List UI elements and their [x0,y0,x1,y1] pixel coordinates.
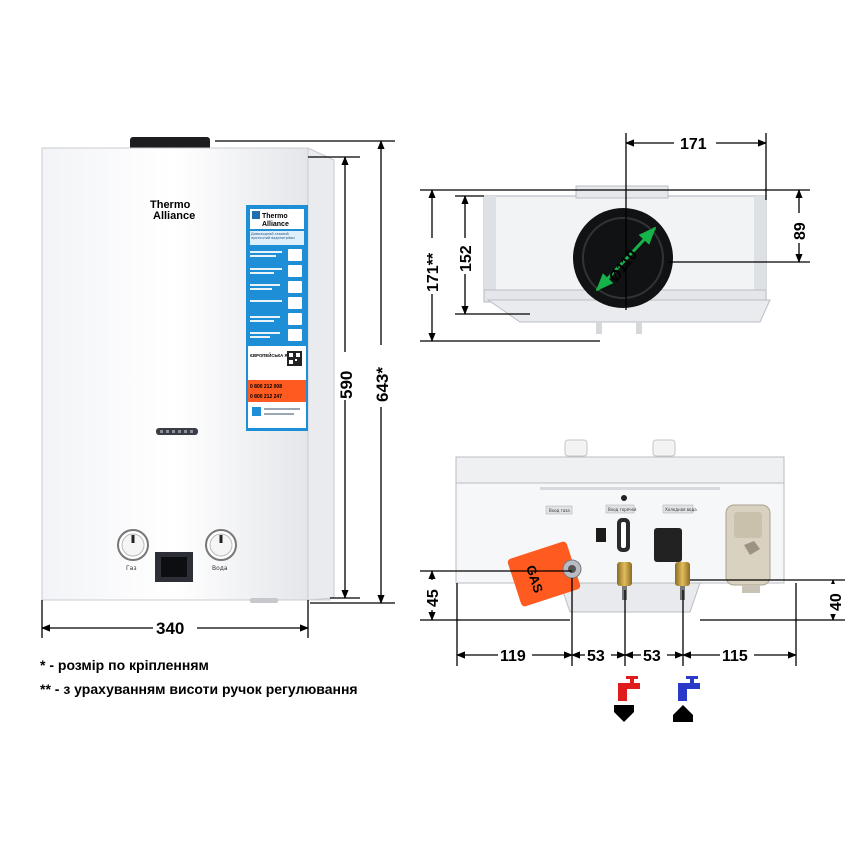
flame-window [156,428,198,435]
gas-tag [507,541,581,607]
tag-cold-inlet: Холодная вода [665,507,697,512]
brand-line2: Alliance [153,210,195,222]
bottom-pipe-stub [250,598,278,603]
dim-bottom-115: 115 [722,648,748,665]
sticker-feature-icons [288,249,302,341]
water-knob[interactable] [205,529,237,561]
water-knob-label: Вода [212,565,228,572]
dim-side-body: 152 [458,245,475,272]
info-sticker: Thermo Alliance Димоходний газовий прото… [246,205,308,431]
front-view: Thermo Alliance Thermo Alliance Димоходн… [41,137,335,603]
gas-knob[interactable] [117,529,149,561]
dim-top-offset: 171 [680,136,707,153]
sticker-section-title: ЄВРОПЕЙСЬКА ЯКІСТЬ [250,353,300,358]
sticker-brand1: Thermo [262,213,288,220]
outflow-arrow-icon [614,705,634,722]
tag-gas-inlet: Вход газа [549,508,570,513]
inflow-arrow-icon [673,705,693,722]
tag-hot-outlet: Вход горячей [608,507,637,512]
hot-water-faucet-icon [618,676,640,701]
footnote-mount: * - розмір по кріпленням [40,657,209,673]
dim-front-width: 340 [156,619,184,638]
sticker-phone1: 0 800 212 008 [250,384,282,390]
dim-side-total: 171** [425,252,442,292]
sticker-logo-icon [252,211,260,219]
sticker-feature-rows [250,251,282,338]
dim-front-height-mount: 643* [373,367,392,402]
cold-water-faucet-icon [678,676,700,701]
sticker-brand2: Alliance [262,221,289,228]
sticker-phone2: 0 800 212 247 [250,394,282,400]
gas-knob-label: Газ [126,565,137,572]
dim-top-depth: 89 [792,222,809,240]
dim-bottom-53b: 53 [643,648,661,665]
dim-front-height: 590 [337,371,356,399]
brand-line1: Thermo [150,199,191,211]
hot-water-fitting [617,562,632,586]
cold-water-fitting [675,562,690,586]
sticker-tagline: Димоходний газовий проточний водонагріва… [251,232,295,240]
dim-bottom-right-height: 40 [828,593,845,611]
flue-diameter-arrow [595,226,657,292]
sticker-badge-icon [252,407,261,416]
dim-bottom-left-height: 45 [425,589,442,607]
bottom-view: Вход газа Вход горячей Холодная вода GAS [455,439,785,613]
footnote-knobs: ** - з урахуванням висоти ручок регулюва… [40,681,358,697]
dim-bottom-119: 119 [500,648,526,665]
dim-bottom-53a: 53 [587,648,605,665]
